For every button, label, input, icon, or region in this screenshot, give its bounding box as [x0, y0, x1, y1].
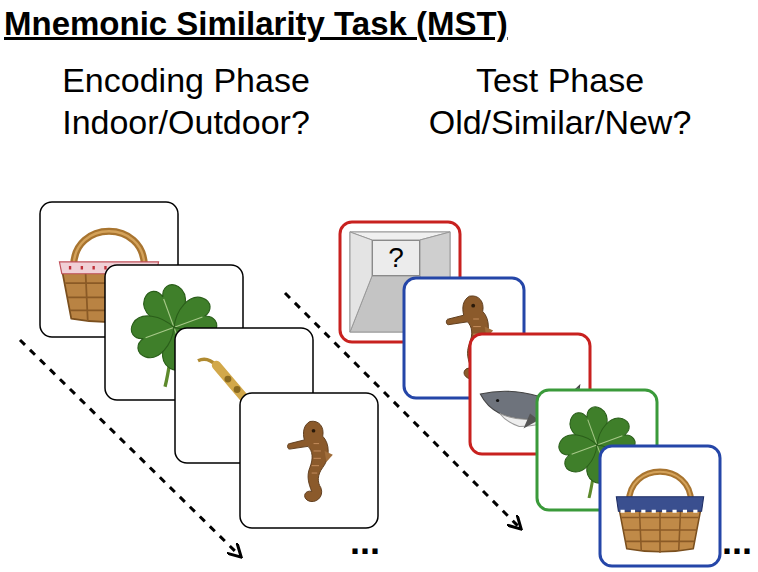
question-box: ?	[372, 240, 420, 276]
task-question: Indoor/Outdoor?	[62, 103, 310, 141]
phase-heading-block: Test Phase	[390, 60, 730, 101]
study-card	[240, 393, 378, 528]
question-mark: ?	[388, 243, 404, 274]
seahorse-image	[288, 421, 333, 501]
ellipsis-block: ...	[350, 524, 380, 560]
title: Mnemonic Similarity Task (MST)	[4, 5, 508, 42]
phase-heading-block: Encoding Phase	[16, 60, 356, 101]
ellipsis: ...	[350, 521, 380, 562]
frame-bevel	[350, 232, 372, 332]
task-question-block: Indoor/Outdoor?	[16, 102, 356, 143]
basket-image	[616, 472, 703, 553]
phase-heading: Encoding Phase	[62, 61, 310, 99]
ellipsis-block: ...	[722, 524, 752, 560]
task-question-block: Old/Similar/New?	[390, 102, 730, 143]
lure-card	[600, 446, 720, 566]
title-block: Mnemonic Similarity Task (MST)	[4, 4, 508, 44]
phase-heading: Test Phase	[476, 61, 644, 99]
task-question: Old/Similar/New?	[429, 103, 692, 141]
ellipsis: ...	[722, 521, 752, 562]
